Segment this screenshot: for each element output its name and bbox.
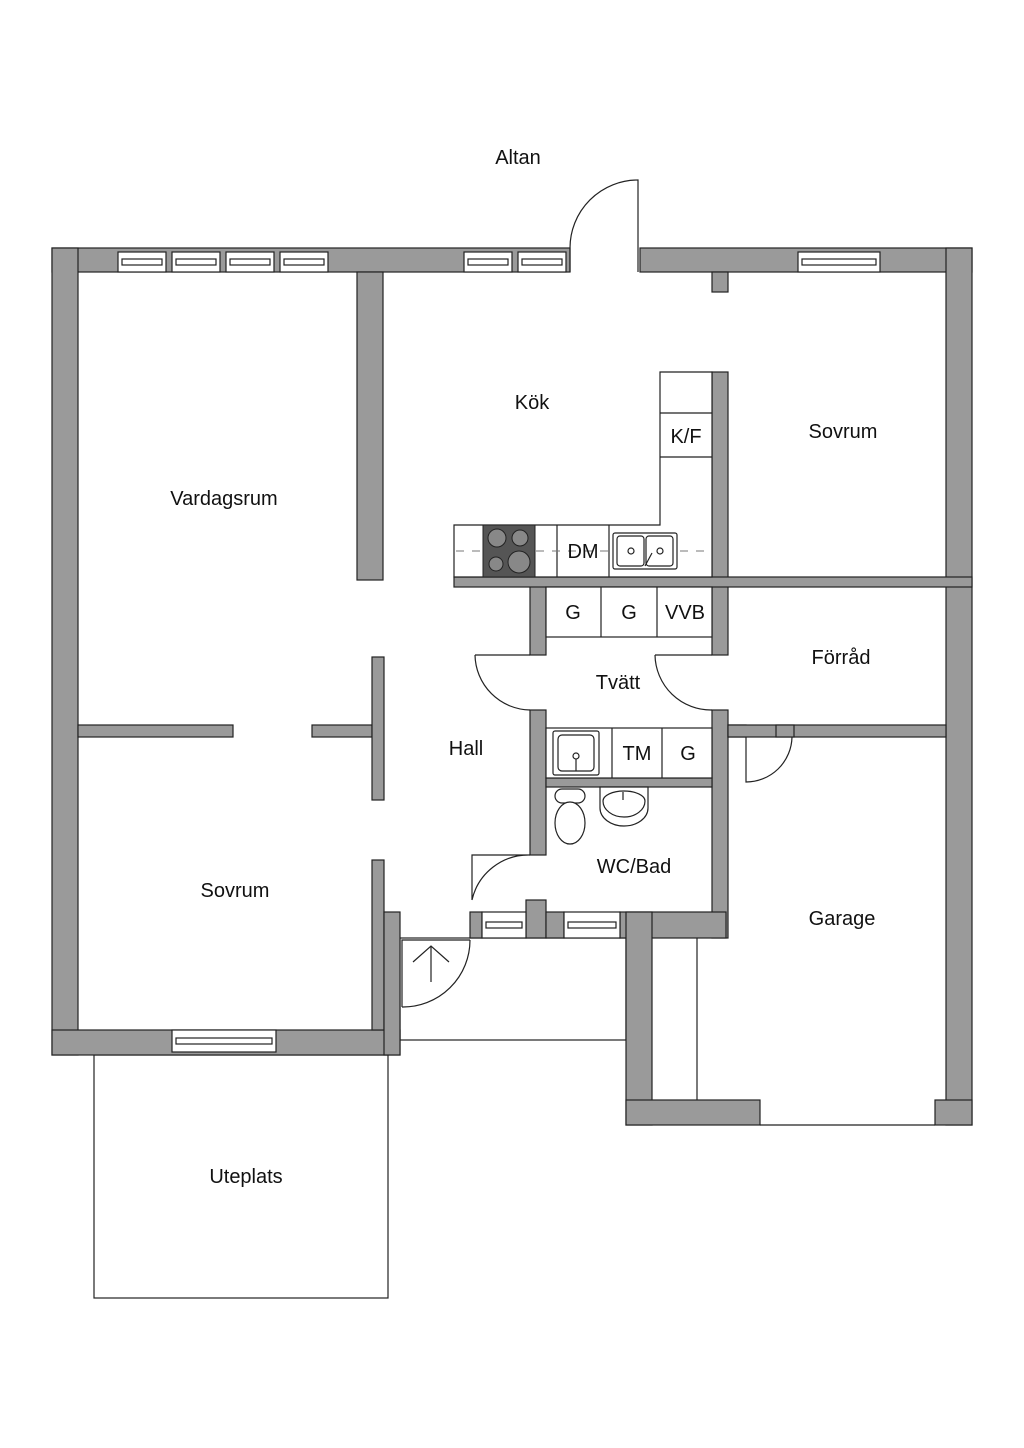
doors[interactable] <box>401 179 793 1008</box>
label-sovrum-2: Sovrum <box>201 880 270 902</box>
label-dm: DM <box>567 541 598 563</box>
label-sovrum-1: Sovrum <box>809 421 878 443</box>
entrance-porch-outline <box>399 937 627 1041</box>
forrad-door <box>745 736 793 783</box>
label-uteplats: Uteplats <box>209 1166 282 1188</box>
tvatt-door-right <box>654 654 713 711</box>
label-wc-bad: WC/Bad <box>597 856 671 878</box>
washbasin-icon <box>599 786 649 827</box>
label-vardagsrum: Vardagsrum <box>170 488 277 510</box>
kitchen-sink-icon <box>612 532 678 570</box>
label-hall: Hall <box>449 738 483 760</box>
windows <box>117 251 881 1053</box>
label-g-1: G <box>565 602 581 624</box>
label-tm: TM <box>623 743 652 765</box>
label-vvb: VVB <box>665 602 705 624</box>
utility-sink-icon <box>552 730 600 776</box>
label-kf: K/F <box>670 426 701 448</box>
entrance-door <box>401 939 471 1008</box>
stove-icon <box>482 524 536 578</box>
label-altan: Altan <box>495 147 541 169</box>
label-tvatt: Tvätt <box>596 672 641 694</box>
toilet-icon <box>554 788 586 845</box>
walls <box>51 247 973 1126</box>
label-g-2: G <box>621 602 637 624</box>
label-garage: Garage <box>809 908 876 930</box>
altan-door <box>569 179 639 272</box>
wc-door <box>471 854 531 901</box>
label-kok: Kök <box>515 392 550 414</box>
entrance-arrow-icon <box>412 945 450 982</box>
label-forrad: Förråd <box>812 647 871 669</box>
tvatt-door-left <box>474 654 531 711</box>
label-g-3: G <box>680 743 696 765</box>
